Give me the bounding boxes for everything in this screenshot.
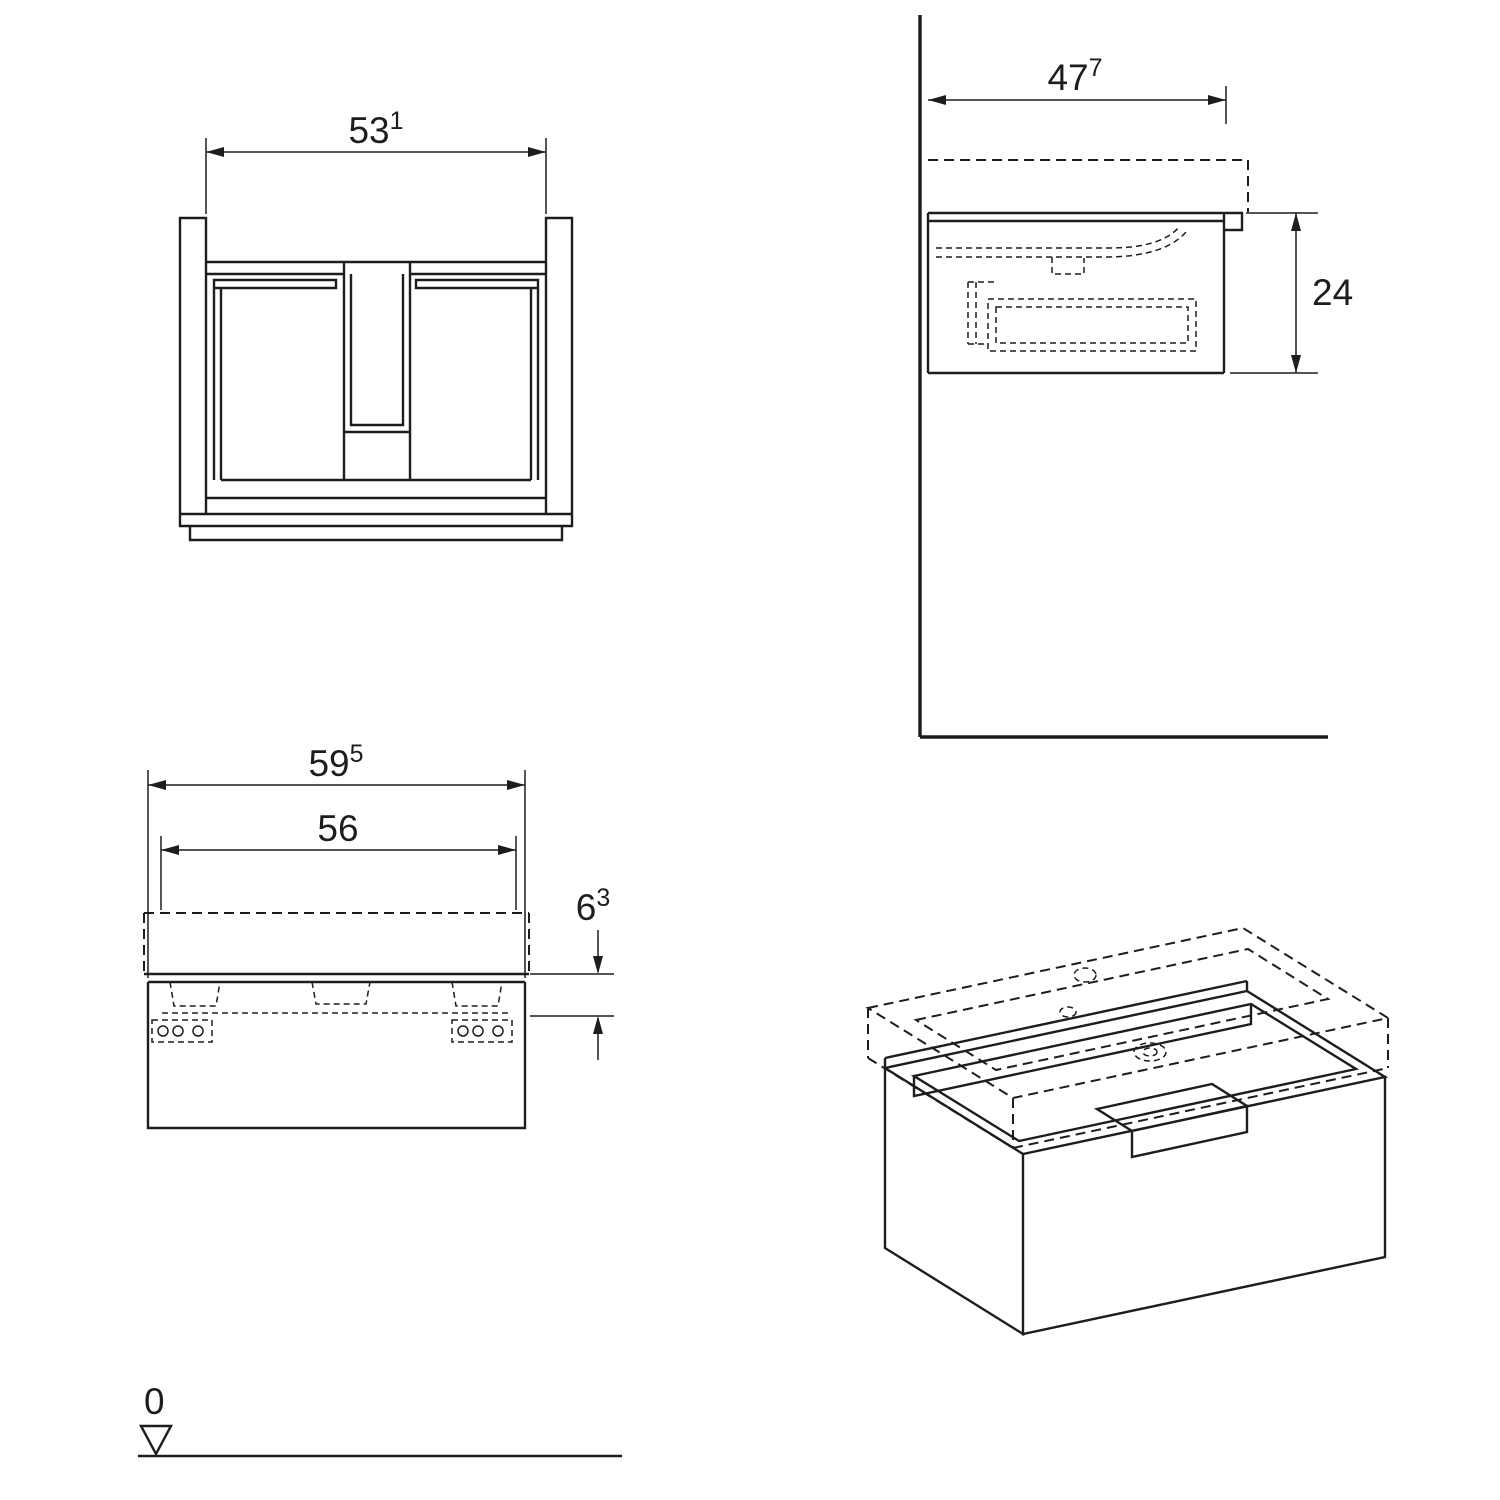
- front-dim-lines: [148, 784, 599, 1060]
- side-hidden-lines: [936, 225, 1197, 352]
- tap-hole: [1073, 967, 1097, 983]
- datum-symbol: 0: [138, 1381, 622, 1458]
- side-dim-lines: [928, 86, 1318, 374]
- mounting-hole: [157, 1025, 169, 1037]
- dim-63-label: 63: [576, 884, 610, 928]
- front-dim-arrowheads: [148, 780, 603, 1034]
- dim-24-label: 24: [1312, 272, 1353, 313]
- front-dim-extension-lines: [147, 770, 614, 1017]
- drain-hole-inner: [1142, 1047, 1158, 1057]
- cabinet-side-outline: [926, 211, 1244, 375]
- mounting-hole: [492, 1025, 504, 1037]
- datum-triangle: [138, 1424, 174, 1457]
- datum-zero-label: 0: [144, 1381, 165, 1422]
- fixing-hole: [1059, 1006, 1077, 1018]
- isometric-washbasin-dashed: [865, 926, 1391, 1149]
- mounting-holes: [157, 1025, 504, 1037]
- drain-hole: [1133, 1042, 1167, 1062]
- mounting-hole: [457, 1025, 469, 1037]
- isometric-view: [865, 926, 1391, 1337]
- isometric-cabinet-outline: [881, 979, 1389, 1337]
- mounting-hole: [192, 1025, 204, 1037]
- dim-56-label: 56: [317, 808, 358, 849]
- carcass-dim-extension-lines: [205, 138, 547, 214]
- cabinet-front-outline: [144, 972, 529, 1130]
- front-elevation-view: 595 56 63: [143, 740, 614, 1130]
- front-carcass-view: 531: [178, 107, 574, 542]
- washbasin-front-dashed-outline: [143, 912, 530, 972]
- carcass-outline: [178, 216, 574, 542]
- mounting-hole: [472, 1025, 484, 1037]
- dim-595-label: 595: [308, 740, 363, 784]
- dim-531-label: 531: [348, 107, 403, 151]
- dim-477-label: 477: [1047, 54, 1102, 98]
- side-section-view: 477 24: [918, 15, 1353, 739]
- front-hidden-lines: [151, 981, 513, 1043]
- side-dim-arrowheads: [928, 95, 1301, 373]
- mounting-hole: [172, 1025, 184, 1037]
- washbasin-side-dashed-outline: [928, 159, 1249, 212]
- wall-and-floor-lines: [918, 15, 1328, 739]
